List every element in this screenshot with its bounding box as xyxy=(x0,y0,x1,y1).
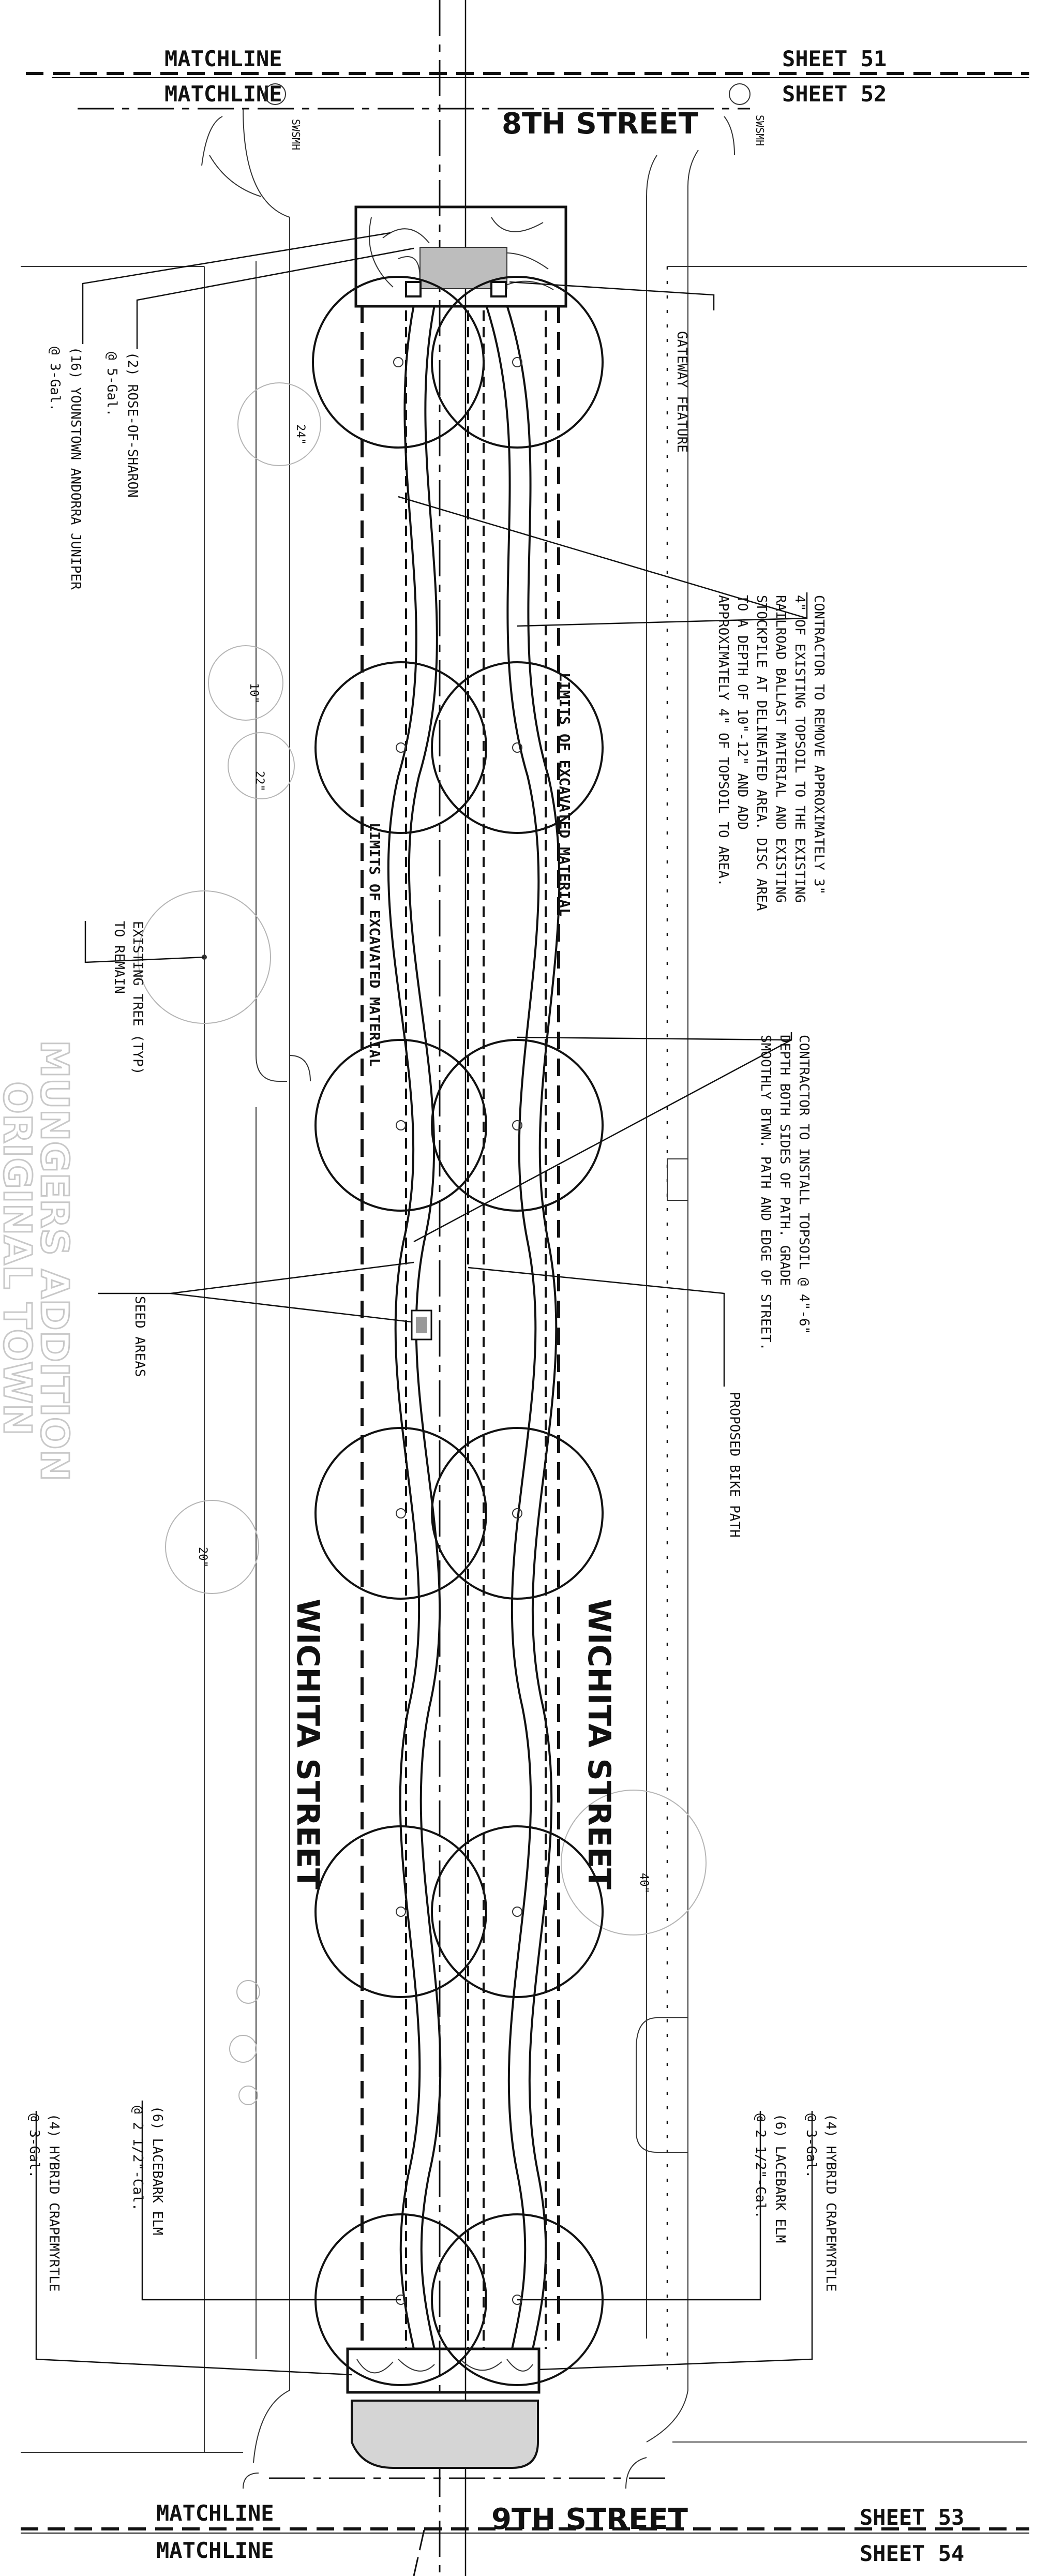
svg-text:EXISTING TREE (TYP): EXISTING TREE (TYP) xyxy=(130,921,145,1075)
manhole-right: SWSMH xyxy=(729,83,766,146)
callout-juniper: (16) YOUNSTOWN ANDORRA JUNIPER @ 3-Gal. xyxy=(47,347,83,590)
callout-left-elm: (6) LACEBARK ELM @ 2 1/2"-Cal. xyxy=(130,2106,165,2235)
callout-topsoil-install: CONTRACTOR TO INSTALL TOPSOIL @ 4"-6" DE… xyxy=(758,1035,812,1350)
svg-text:22": 22" xyxy=(253,771,266,792)
svg-text:TO REMAIN: TO REMAIN xyxy=(111,921,127,994)
callout-right-elm: (6) LACEBARK ELM @ 2 1/2"-Cal. xyxy=(753,2113,788,2243)
svg-text:DEPTH BOTH SIDES OF PATH. GRAD: DEPTH BOTH SIDES OF PATH. GRADE xyxy=(777,1035,792,1286)
excavation-limits xyxy=(361,305,560,2349)
matchline-label: MATCHLINE xyxy=(164,46,282,71)
svg-text:STOCKPILE AT DELINEATED AREA.: STOCKPILE AT DELINEATED AREA. DISC AREA xyxy=(754,595,769,911)
svg-text:TO A DEPTH OF 10"-12" AND ADD: TO A DEPTH OF 10"-12" AND ADD xyxy=(734,595,750,830)
svg-text:@ 3-Gal.: @ 3-Gal. xyxy=(47,347,63,411)
svg-text:@ 2 1/2"-Cal.: @ 2 1/2"-Cal. xyxy=(130,2106,145,2211)
sheet-reference: SHEET 52 xyxy=(782,81,887,107)
bottom-matchline: MATCHLINE MATCHLINE SHEET 53 SHEET 54 xyxy=(21,2500,1029,2566)
curb-lines xyxy=(21,108,1027,2489)
street-name-bottom: 9TH STREET xyxy=(491,2503,688,2536)
callout-bike-path: PROPOSED BIKE PATH xyxy=(727,1392,742,1538)
matchline-label: MATCHLINE xyxy=(156,2500,274,2526)
callout-left-crapemyrtle: (4) HYBRID CRAPEMYRTLE @ 3-Gal. xyxy=(26,2113,62,2291)
svg-text:(6) LACEBARK ELM: (6) LACEBARK ELM xyxy=(149,2106,165,2235)
svg-text:4" OF EXISTING TOPSOIL TO THE: 4" OF EXISTING TOPSOIL TO THE EXISTING xyxy=(792,595,807,903)
svg-text:RAILROAD BALLAST MATERIAL AND: RAILROAD BALLAST MATERIAL AND EXISTING xyxy=(773,595,788,903)
bike-path xyxy=(387,305,561,2349)
svg-text:SWSMH: SWSMH xyxy=(754,115,766,146)
svg-text:MUNGERS ADDITION: MUNGERS ADDITION xyxy=(32,1040,77,1482)
gateway-feature-top xyxy=(354,205,567,308)
svg-text:(6) LACEBARK ELM: (6) LACEBARK ELM xyxy=(772,2113,788,2243)
callout-gateway: GATEWAY FEATURE xyxy=(674,331,689,453)
svg-text:APPROXIMATELY 4" OF TOPSOIL TO: APPROXIMATELY 4" OF TOPSOIL TO AREA. xyxy=(715,595,731,887)
excavation-limit-label: LIMITS OF EXCAVATED MATERIAL xyxy=(366,823,383,1067)
svg-text:(4) HYBRID CRAPEMYRTLE: (4) HYBRID CRAPEMYRTLE xyxy=(823,2113,838,2291)
mungers-addition-label: MUNGERS ADDITION ORIGINAL TOWN xyxy=(0,1039,78,1483)
svg-text:SEED AREAS: SEED AREAS xyxy=(132,1296,147,1377)
callout-topsoil-remove: CONTRACTOR TO REMOVE APPROXIMATELY 3" 4"… xyxy=(715,595,827,911)
gateway-feature-bottom xyxy=(346,2347,541,2469)
svg-text:@ 2 1/2"-Cal.: @ 2 1/2"-Cal. xyxy=(753,2113,768,2219)
proposed-trees xyxy=(312,276,604,2386)
svg-text:ORIGINAL TOWN: ORIGINAL TOWN xyxy=(0,1081,39,1436)
svg-text:CONTRACTOR TO REMOVE APPROXIMA: CONTRACTOR TO REMOVE APPROXIMATELY 3" xyxy=(811,595,827,895)
svg-text:40": 40" xyxy=(637,1873,650,1894)
svg-text:SMOOTHLY BTWN. PATH AND EDGE O: SMOOTHLY BTWN. PATH AND EDGE OF STREET. xyxy=(758,1035,773,1350)
street-name-top: 8TH STREET xyxy=(502,107,698,141)
svg-text:20": 20" xyxy=(196,1547,209,1568)
svg-text:(2) ROSE-OF-SHARON: (2) ROSE-OF-SHARON xyxy=(125,352,140,498)
excavation-limit-label: LIMITS OF EXCAVATED MATERIAL xyxy=(556,673,573,917)
manhole-left: SWSMH xyxy=(264,83,302,150)
existing-trees: 24" 10" 22" 20" 40" xyxy=(138,382,707,2105)
svg-text:PROPOSED BIKE PATH: PROPOSED BIKE PATH xyxy=(727,1392,742,1538)
svg-text:@ 5-Gal.: @ 5-Gal. xyxy=(104,352,119,416)
matchline-label: MATCHLINE xyxy=(156,2538,274,2563)
sheet-reference: SHEET 53 xyxy=(860,2505,964,2530)
svg-text:GATEWAY FEATURE: GATEWAY FEATURE xyxy=(674,331,689,453)
svg-text:(4) HYBRID CRAPEMYRTLE: (4) HYBRID CRAPEMYRTLE xyxy=(46,2113,62,2291)
svg-text:10": 10" xyxy=(247,683,260,704)
callout-rose: (2) ROSE-OF-SHARON @ 5-Gal. xyxy=(104,352,140,498)
street-name-left: WICHITA STREET xyxy=(290,1599,326,1889)
callout-seed-areas: SEED AREAS xyxy=(132,1296,147,1377)
svg-text:SWSMH: SWSMH xyxy=(290,119,302,150)
matchline-label: MATCHLINE xyxy=(164,81,282,107)
callout-leaders xyxy=(35,232,813,2376)
callout-existing-tree: EXISTING TREE (TYP) TO REMAIN xyxy=(111,921,145,1075)
top-matchline: MATCHLINE MATCHLINE SHEET 51 SHEET 52 xyxy=(26,46,1029,107)
svg-text:CONTRACTOR TO INSTALL TOPSOIL: CONTRACTOR TO INSTALL TOPSOIL @ 4"-6" xyxy=(796,1035,812,1334)
svg-text:24": 24" xyxy=(294,424,307,445)
svg-text:(16) YOUNSTOWN ANDORRA JUNIPER: (16) YOUNSTOWN ANDORRA JUNIPER xyxy=(68,347,83,590)
street-name-right: WICHITA STREET xyxy=(581,1599,617,1889)
sheet-reference: SHEET 54 xyxy=(860,2541,964,2566)
svg-text:@ 3-Gal.: @ 3-Gal. xyxy=(803,2113,819,2178)
svg-text:@ 3-Gal.: @ 3-Gal. xyxy=(26,2113,42,2178)
centerlines xyxy=(78,0,750,2576)
sheet-reference: SHEET 51 xyxy=(782,46,887,71)
callout-right-crapemyrtle: (4) HYBRID CRAPEMYRTLE @ 3-Gal. xyxy=(803,2113,838,2291)
